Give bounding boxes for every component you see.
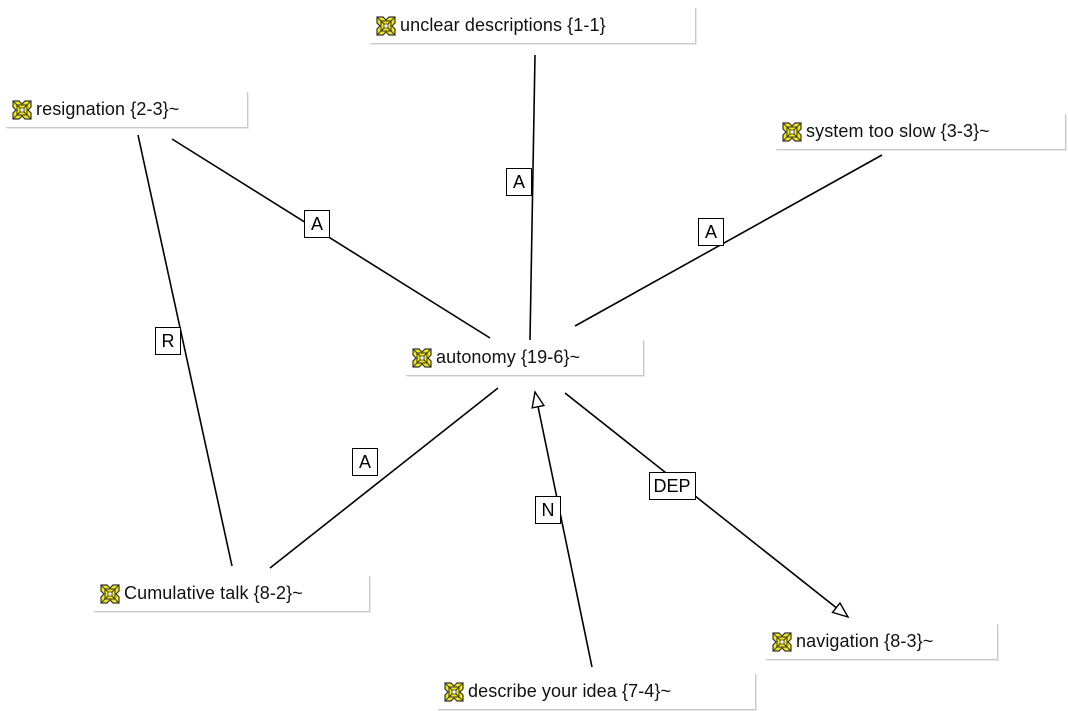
node-describe[interactable]: describe your idea {7-4}~ [438, 674, 756, 710]
edge-label-autonomy-navigation[interactable]: DEP [648, 472, 696, 500]
node-label: autonomy {19-6}~ [436, 347, 581, 367]
edge-label-resignation-cumulative[interactable]: R [155, 327, 181, 355]
node-label: resignation {2-3}~ [36, 99, 180, 119]
code-network-icon [412, 347, 432, 368]
edge-label-cumulative-autonomy[interactable]: A [352, 448, 378, 476]
edge-label-slow-autonomy[interactable]: A [698, 218, 724, 246]
edge-label-resignation-autonomy[interactable]: A [304, 210, 330, 238]
arrowhead-icon [831, 601, 850, 619]
code-network-icon [376, 15, 396, 36]
node-navigation[interactable]: navigation {8-3}~ [766, 624, 998, 660]
node-label: system too slow {3-3}~ [806, 121, 990, 141]
edge-autonomy-navigation[interactable] [564, 392, 849, 618]
code-network-icon [444, 681, 464, 702]
edge-slow-autonomy[interactable] [574, 154, 883, 327]
edge-describe-autonomy[interactable] [534, 391, 593, 668]
node-label: Cumulative talk {8-2}~ [124, 583, 303, 603]
arrowhead-icon [531, 390, 546, 409]
code-network-icon [12, 99, 32, 120]
edge-resignation-autonomy[interactable] [171, 138, 491, 339]
code-network-icon [100, 583, 120, 604]
edge-cumulative-autonomy[interactable] [269, 387, 499, 569]
code-network-icon [772, 631, 792, 652]
edge-label-describe-autonomy[interactable]: N [535, 496, 561, 524]
node-label: unclear descriptions {1-1} [400, 15, 606, 35]
edge-unclear-autonomy[interactable] [529, 54, 536, 341]
node-unclear[interactable]: unclear descriptions {1-1} [370, 8, 696, 44]
code-network-icon [782, 121, 802, 142]
node-autonomy[interactable]: autonomy {19-6}~ [406, 340, 644, 376]
node-slow[interactable]: system too slow {3-3}~ [776, 114, 1066, 150]
node-cumulative[interactable]: Cumulative talk {8-2}~ [94, 576, 370, 612]
node-resignation[interactable]: resignation {2-3}~ [6, 92, 248, 128]
edge-resignation-cumulative[interactable] [137, 134, 233, 567]
edge-label-unclear-autonomy[interactable]: A [506, 168, 532, 196]
node-label: describe your idea {7-4}~ [468, 681, 672, 701]
node-label: navigation {8-3}~ [796, 631, 934, 651]
